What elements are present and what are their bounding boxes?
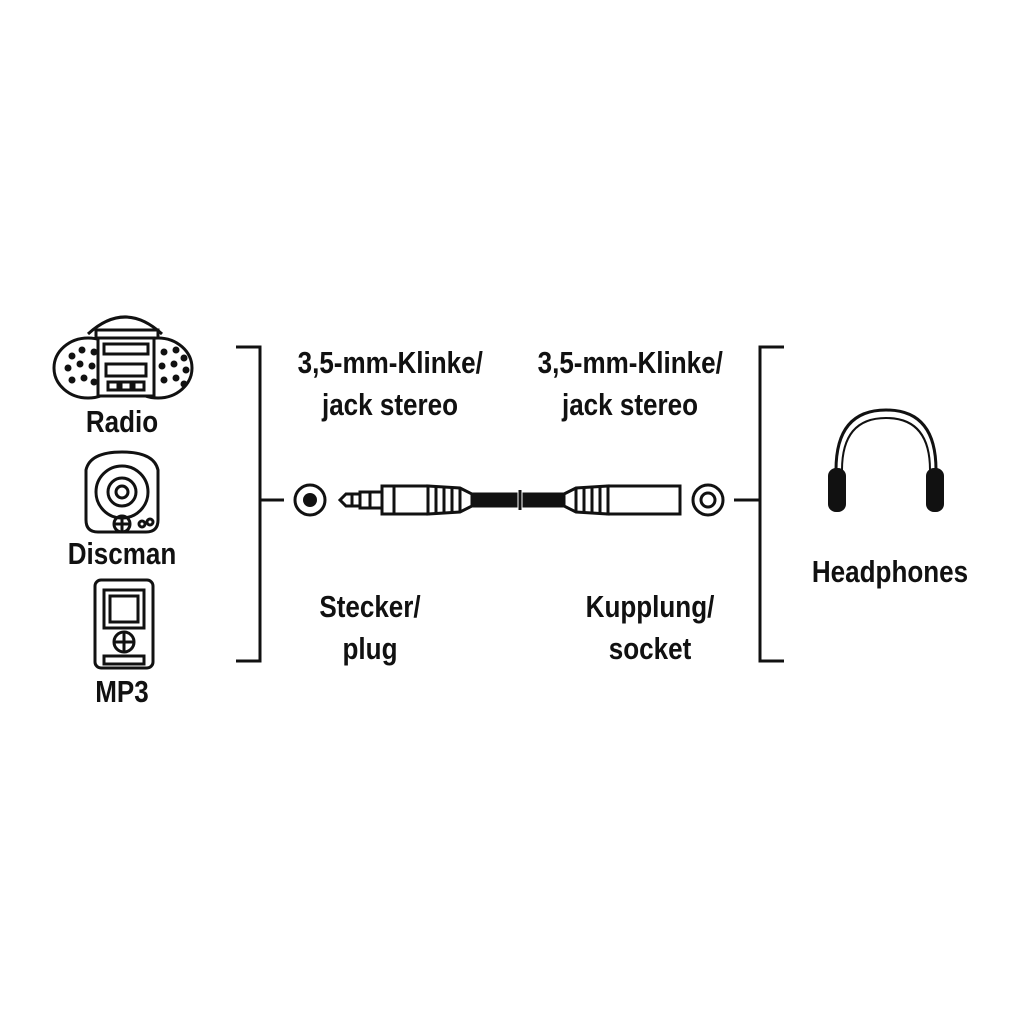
socket-spec-label: 3,5-mm-Klinke/ jack stereo — [538, 342, 723, 426]
mp3-player-icon — [93, 578, 155, 670]
socket-type-label: Kupplung/ socket — [574, 586, 725, 670]
socket-end-view-icon — [691, 483, 725, 517]
discman-icon — [84, 450, 160, 534]
plug-end-view-icon — [293, 483, 327, 517]
left-bracket — [236, 345, 284, 663]
jack-extension-cable — [337, 484, 682, 516]
right-bracket — [734, 345, 784, 663]
headphones-label: Headphones — [811, 554, 969, 589]
socket-type-line2: socket — [608, 631, 692, 666]
socket-spec-line2: jack stereo — [561, 387, 699, 422]
plug-spec-line1: 3,5-mm-Klinke/ — [297, 345, 483, 380]
plug-spec-label: 3,5-mm-Klinke/ jack stereo — [298, 342, 483, 426]
socket-type-line1: Kupplung/ — [585, 589, 715, 624]
socket-spec-line1: 3,5-mm-Klinke/ — [537, 345, 723, 380]
headphones-icon — [828, 408, 944, 512]
boombox-radio-icon — [52, 315, 194, 400]
discman-label: Discman — [67, 536, 177, 571]
plug-type-line1: Stecker/ — [319, 589, 421, 624]
plug-type-line2: plug — [342, 631, 398, 666]
mp3-label: MP3 — [95, 674, 149, 709]
plug-type-label: Stecker/ plug — [303, 586, 437, 670]
radio-label: Radio — [85, 404, 159, 439]
plug-spec-line2: jack stereo — [321, 387, 459, 422]
